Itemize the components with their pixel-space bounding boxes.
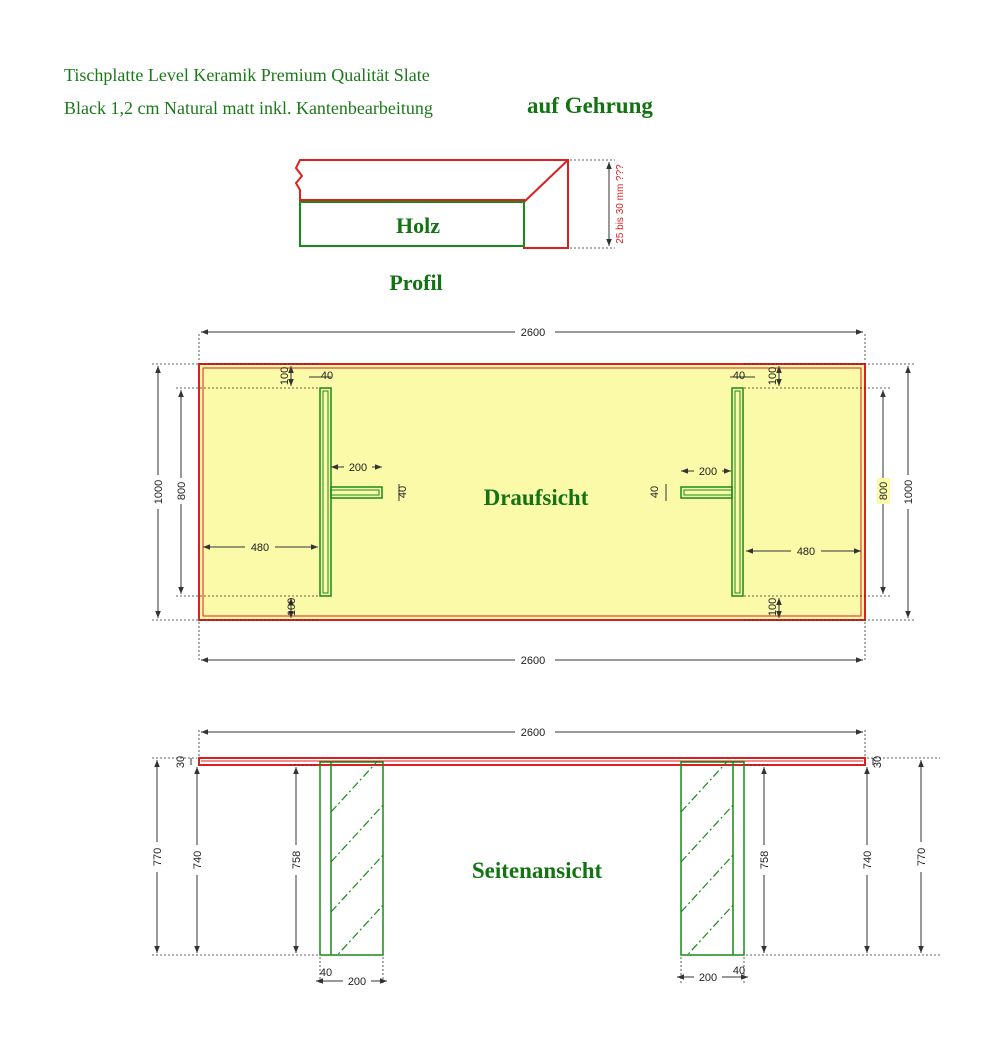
side-view-caption: Seitenansicht [472,858,603,883]
side-leg-thin-left: 40 [320,967,332,979]
top-edge-top-right: 100 [767,367,779,385]
top-view [152,329,915,663]
title-line-2: Black 1,2 cm Natural matt inkl. Kantenbe… [64,98,433,118]
top-edge-bottom-right: 100 [767,598,779,616]
title-emphasis: auf Gehrung [527,93,653,118]
profile-wood-block [299,201,525,247]
profile-tile-outline [294,159,569,249]
top-arm-length-left: 200 [349,462,367,474]
right-t-leg [680,387,744,597]
title-line-1: Tischplatte Level Keramik Premium Qualit… [64,65,430,85]
side-leg-height-right: 758 [759,851,771,869]
side-leg-wide-left: 200 [348,976,366,988]
top-width-bottom: 2600 [521,655,545,667]
profile-drawing [294,159,615,249]
left-t-leg [319,387,383,597]
top-edge-top-left: 100 [279,367,291,385]
side-base-height-right: 740 [862,851,874,869]
top-leg-span-right: 800 [878,482,890,500]
profile-thickness-note: 25 bis 30 mm ??? [615,164,626,244]
top-arm-width-right: 40 [649,486,661,498]
profile-wood-label: Holz [396,213,440,238]
side-plate-right: 30 [872,756,884,768]
side-total-height-left: 770 [152,848,164,866]
top-depth-right: 1000 [903,480,915,504]
side-right-leg [680,761,745,956]
side-total-height-right: 770 [916,848,928,866]
side-width: 2600 [521,727,545,739]
top-depth-left: 1000 [153,480,165,504]
profile-miter-line [523,159,569,203]
profile-caption: Profil [389,270,442,295]
top-view-caption: Draufsicht [484,485,589,510]
top-offset-right: 480 [797,546,815,558]
side-leg-thin-right: 40 [733,965,745,977]
top-offset-left: 480 [251,542,269,554]
top-arm-length-right: 200 [699,466,717,478]
side-leg-wide-right: 200 [699,972,717,984]
side-left-leg [319,761,384,956]
top-width-top: 2600 [521,327,545,339]
side-base-height-left: 740 [192,851,204,869]
top-plate [198,363,866,621]
top-beam-width-left: 40 [321,370,333,382]
top-arm-width-left: 40 [397,486,409,498]
top-leg-span-left: 800 [176,482,188,500]
top-beam-width-right: 40 [733,370,745,382]
side-leg-height-left: 758 [291,851,303,869]
side-plate-left: 30 [175,756,187,768]
top-edge-bottom-left: 100 [286,598,298,616]
